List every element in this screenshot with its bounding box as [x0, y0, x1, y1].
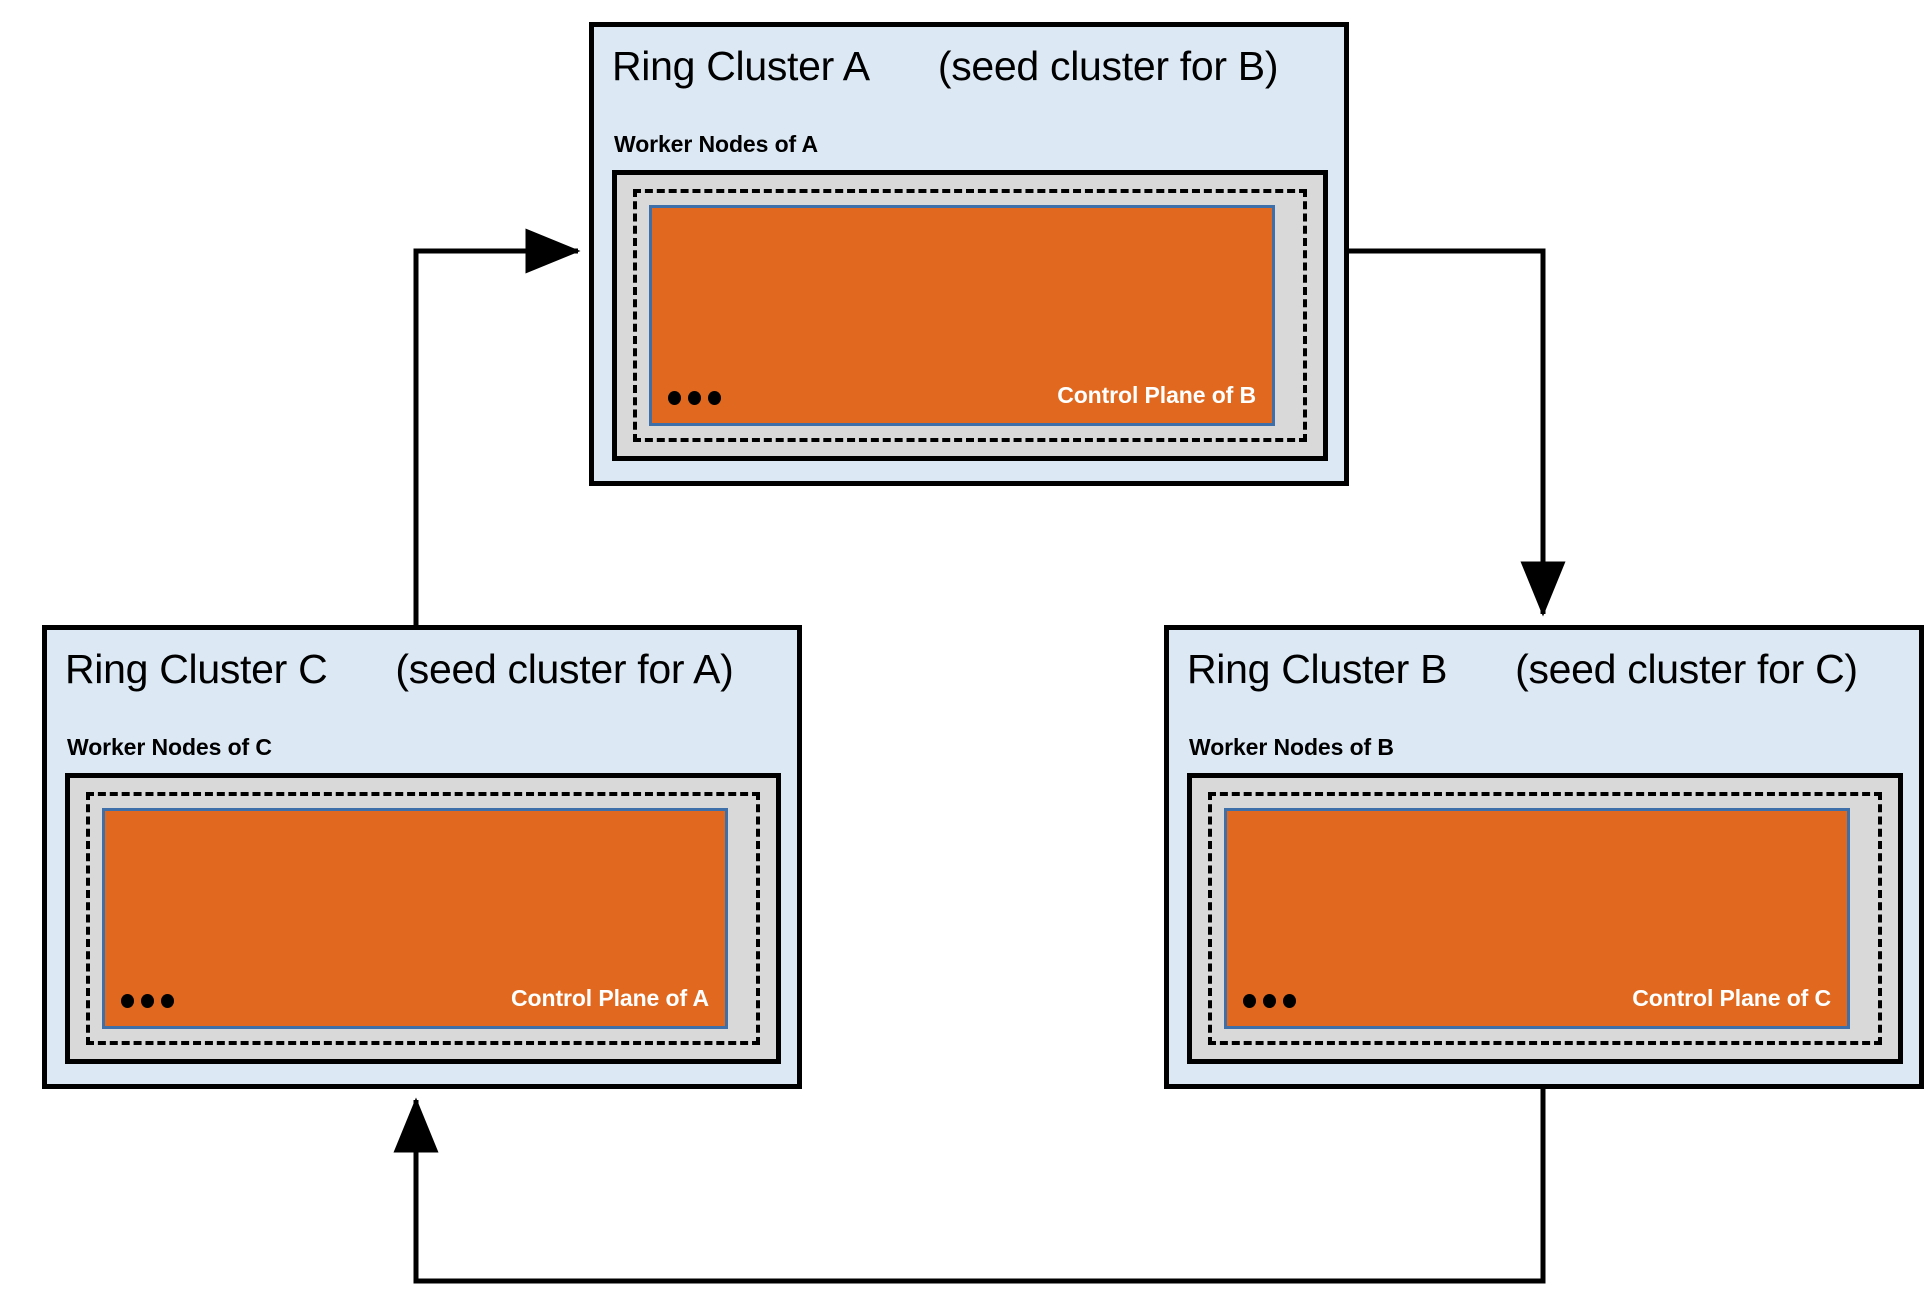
- cluster-a-title: Ring Cluster A (seed cluster for B): [612, 43, 1334, 90]
- cluster-b-worker-nodes-label: Worker Nodes of B: [1189, 734, 1394, 760]
- cluster-b-name: Ring Cluster B: [1187, 646, 1448, 692]
- cluster-ring-cluster-b[interactable]: Ring Cluster B (seed cluster for C) Work…: [1164, 625, 1924, 1089]
- cluster-a-name: Ring Cluster A: [612, 43, 870, 89]
- cluster-b-ellipsis-icon: [1243, 994, 1296, 1012]
- cluster-a-ellipsis-icon: [668, 391, 721, 409]
- cluster-c-ellipsis-icon: [121, 994, 174, 1012]
- arrow-a-to-b: [1349, 248, 1566, 617]
- arrow-c-to-a: [413, 228, 581, 625]
- cluster-b-node-group-boundary: Control Plane of C: [1208, 792, 1882, 1045]
- cluster-b-control-plane-node[interactable]: Control Plane of C: [1224, 808, 1850, 1029]
- cluster-c-title: Ring Cluster C (seed cluster for A): [65, 646, 787, 693]
- arrow-b-to-c: [393, 1089, 1546, 1284]
- cluster-a-worker-nodes-label: Worker Nodes of A: [614, 131, 819, 157]
- cluster-b-control-plane-label: Control Plane of C: [1632, 985, 1831, 1011]
- cluster-c-control-plane-node[interactable]: Control Plane of A: [102, 808, 728, 1029]
- cluster-a-control-plane-label: Control Plane of B: [1057, 382, 1256, 408]
- cluster-b-seed-note: (seed cluster for C): [1515, 646, 1858, 692]
- cluster-c-worker-nodes-box: Control Plane of A: [65, 773, 781, 1064]
- cluster-c-name: Ring Cluster C: [65, 646, 328, 692]
- cluster-a-node-group-boundary: Control Plane of B: [633, 189, 1307, 442]
- cluster-a-control-plane-node[interactable]: Control Plane of B: [649, 205, 1275, 426]
- cluster-a-worker-nodes-box: Control Plane of B: [612, 170, 1328, 461]
- cluster-c-control-plane-label: Control Plane of A: [511, 985, 709, 1011]
- cluster-c-node-group-boundary: Control Plane of A: [86, 792, 760, 1045]
- cluster-b-title: Ring Cluster B (seed cluster for C): [1187, 646, 1909, 693]
- cluster-ring-cluster-c[interactable]: Ring Cluster C (seed cluster for A) Work…: [42, 625, 802, 1089]
- cluster-a-seed-note: (seed cluster for B): [937, 43, 1279, 89]
- cluster-c-worker-nodes-label: Worker Nodes of C: [67, 734, 272, 760]
- cluster-ring-cluster-a[interactable]: Ring Cluster A (seed cluster for B) Work…: [589, 22, 1349, 486]
- cluster-b-worker-nodes-box: Control Plane of C: [1187, 773, 1903, 1064]
- cluster-c-seed-note: (seed cluster for A): [395, 646, 734, 692]
